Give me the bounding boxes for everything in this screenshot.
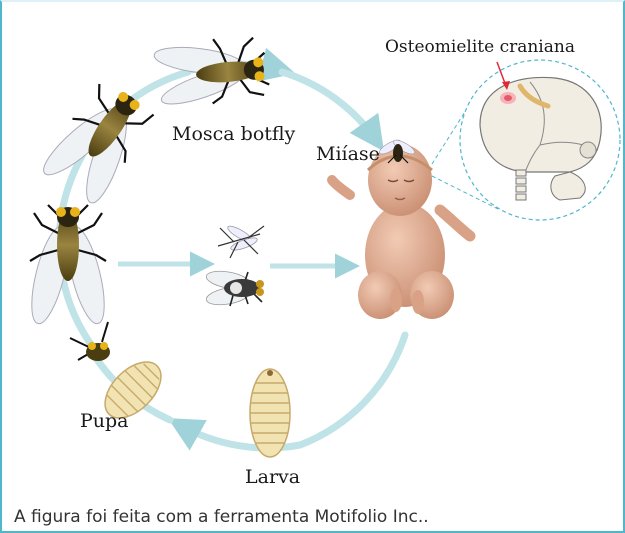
- larva-illustration: [250, 369, 290, 457]
- housefly-vector: [205, 268, 264, 307]
- label-adult: Mosca botfly: [172, 123, 296, 145]
- label-larva: Larva: [245, 466, 300, 488]
- mosquito-vector: [218, 224, 264, 258]
- label-osteomyelitis: Osteomielite craniana: [385, 37, 575, 57]
- infant-illustration: [332, 144, 470, 319]
- botfly-top: [151, 34, 271, 112]
- transmission-arrows: [118, 264, 350, 266]
- label-pupa: Pupa: [80, 410, 129, 432]
- label-myiasis: Miíase: [316, 143, 380, 165]
- figure-caption: A figura foi feita com a ferramenta Moti…: [14, 507, 429, 527]
- life-cycle-diagram: Mosca botfly Miíase Osteomielite cranian…: [14, 14, 624, 508]
